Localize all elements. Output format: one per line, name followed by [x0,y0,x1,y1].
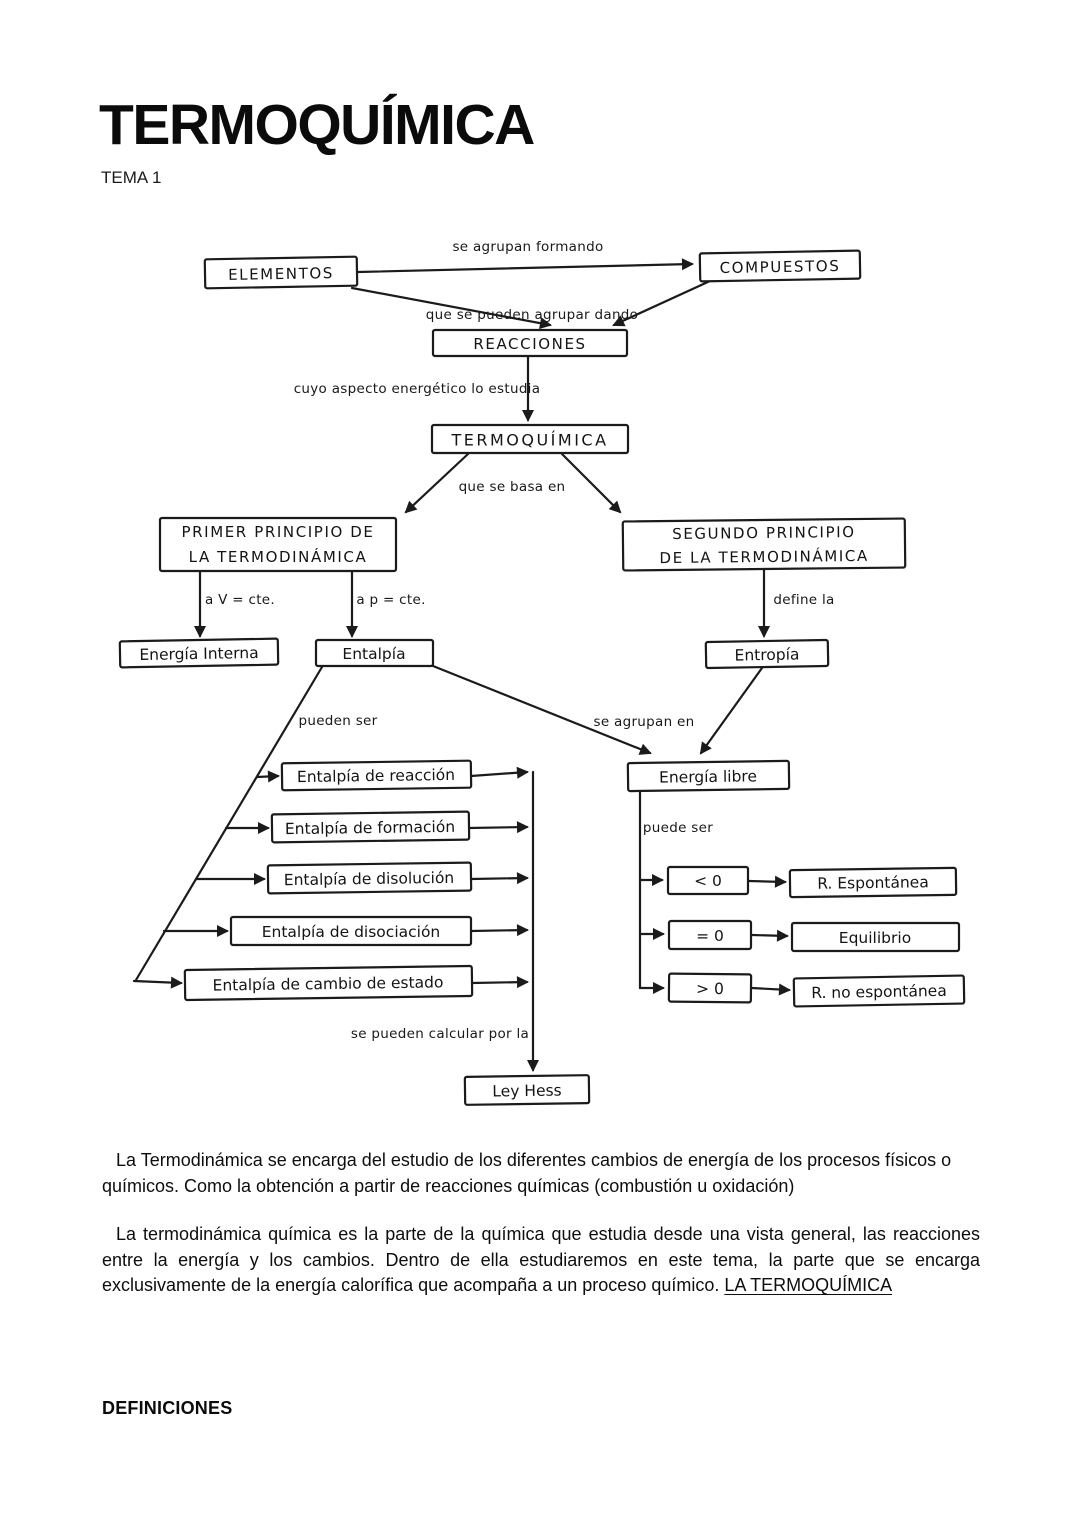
svg-text:SEGUNDO PRINCIPIO: SEGUNDO PRINCIPIO [672,523,856,543]
svg-text:Energía libre: Energía libre [659,767,757,786]
intro-paragraph-1: La Termodinámica se encarga del estudio … [102,1150,952,1196]
svg-text:COMPUESTOS: COMPUESTOS [719,257,840,277]
node-r-espontanea: R. Espontánea [788,866,958,899]
svg-text:LA TERMODINÁMICA: LA TERMODINÁMICA [189,547,368,566]
node-igual-a-cero: = 0 [667,919,753,951]
svg-text:> 0: > 0 [696,980,724,998]
node-entalpia-disociacion: Entalpía de disociación [229,915,473,947]
paragraph2-text: La termodinámica química es la parte de … [102,1224,980,1295]
node-primer-principio: PRIMER PRINCIPIO DE LA TERMODINÁMICA [158,516,398,573]
node-entalpia-formacion: Entalpía de formación [270,810,471,844]
svg-text:Entalpía: Entalpía [342,645,405,663]
svg-text:TERMOQUÍMICA: TERMOQUÍMICA [450,431,608,450]
svg-text:R. Espontánea: R. Espontánea [817,873,929,893]
edge-label-que-se-pueden-agrupar: que se pueden agrupar dando [426,307,638,323]
edge-label-cuyo-aspecto: cuyo aspecto energético lo estudia [294,381,541,397]
node-energia-libre: Energía libre [626,759,791,793]
svg-text:Entropía: Entropía [734,645,799,664]
svg-text:REACCIONES: REACCIONES [473,335,586,353]
node-entropia: Entropía [704,638,830,670]
svg-text:< 0: < 0 [694,872,722,890]
edge-label-se-agrupan-formando: se agrupan formando [452,239,603,255]
edge-label-que-se-basa-en: que se basa en [459,479,566,495]
node-equilibrio: Equilibrio [790,921,961,953]
svg-text:Entalpía de formación: Entalpía de formación [285,818,455,838]
edge-label-se-agrupan-en: se agrupan en [593,714,694,730]
termoquimica-underlined: LA TERMOQUÍMICA [724,1275,893,1295]
svg-text:ELEMENTOS: ELEMENTOS [228,264,334,284]
svg-text:PRIMER PRINCIPIO DE: PRIMER PRINCIPIO DE [182,523,375,541]
svg-text:= 0: = 0 [696,927,724,945]
edge-label-a-v-cte: a V = cte. [205,592,275,608]
svg-text:DE LA TERMODINÁMICA: DE LA TERMODINÁMICA [659,546,868,567]
node-entalpia-reaccion: Entalpía de reacción [280,759,473,792]
node-segundo-principio: SEGUNDO PRINCIPIO DE LA TERMODINÁMICA [621,517,907,572]
node-entalpia: Entalpía [314,638,435,668]
page-title: TERMOQUÍMICA [99,93,535,157]
svg-text:Energía Interna: Energía Interna [139,644,259,664]
svg-text:Entalpía de cambio de estado: Entalpía de cambio de estado [212,973,443,994]
edge-label-a-p-cte: a p = cte. [356,592,425,608]
node-reacciones: REACCIONES [431,328,629,358]
definitions-heading: DEFINICIONES [102,1398,233,1418]
node-entalpia-disolucion: Entalpía de disolución [266,861,473,895]
svg-text:Entalpía de disociación: Entalpía de disociación [262,923,441,941]
node-ley-hess: Ley Hess [463,1074,591,1106]
svg-text:R. no espontánea: R. no espontánea [811,982,947,1002]
edge-label-pueden-ser: pueden ser [298,713,377,729]
edge-label-define-la: define la [773,592,834,608]
node-compuestos: COMPUESTOS [698,249,862,283]
edge-label-puede-ser: puede ser [643,820,713,836]
node-r-no-espontanea: R. no espontánea [792,974,966,1008]
svg-text:Entalpía de reacción: Entalpía de reacción [297,766,455,786]
intro-paragraph-2: La termodinámica química es la parte de … [102,1222,980,1299]
node-elementos: ELEMENTOS [203,255,359,290]
page-subtitle: TEMA 1 [101,168,162,187]
svg-text:Equilibrio: Equilibrio [839,929,911,947]
svg-text:Ley Hess: Ley Hess [492,1082,562,1101]
node-mayor-que-cero: > 0 [667,972,753,1004]
node-entalpia-cambio-estado: Entalpía de cambio de estado [183,964,474,1002]
edge-label-se-pueden-calcular: se pueden calcular por la [351,1026,529,1042]
node-menor-que-cero: < 0 [666,865,750,896]
node-energia-interna: Energía Interna [118,637,280,669]
node-termoquimica: TERMOQUÍMICA [430,423,630,455]
svg-text:Entalpía de disolución: Entalpía de disolución [284,869,455,889]
diagram-edges [132,258,791,1072]
